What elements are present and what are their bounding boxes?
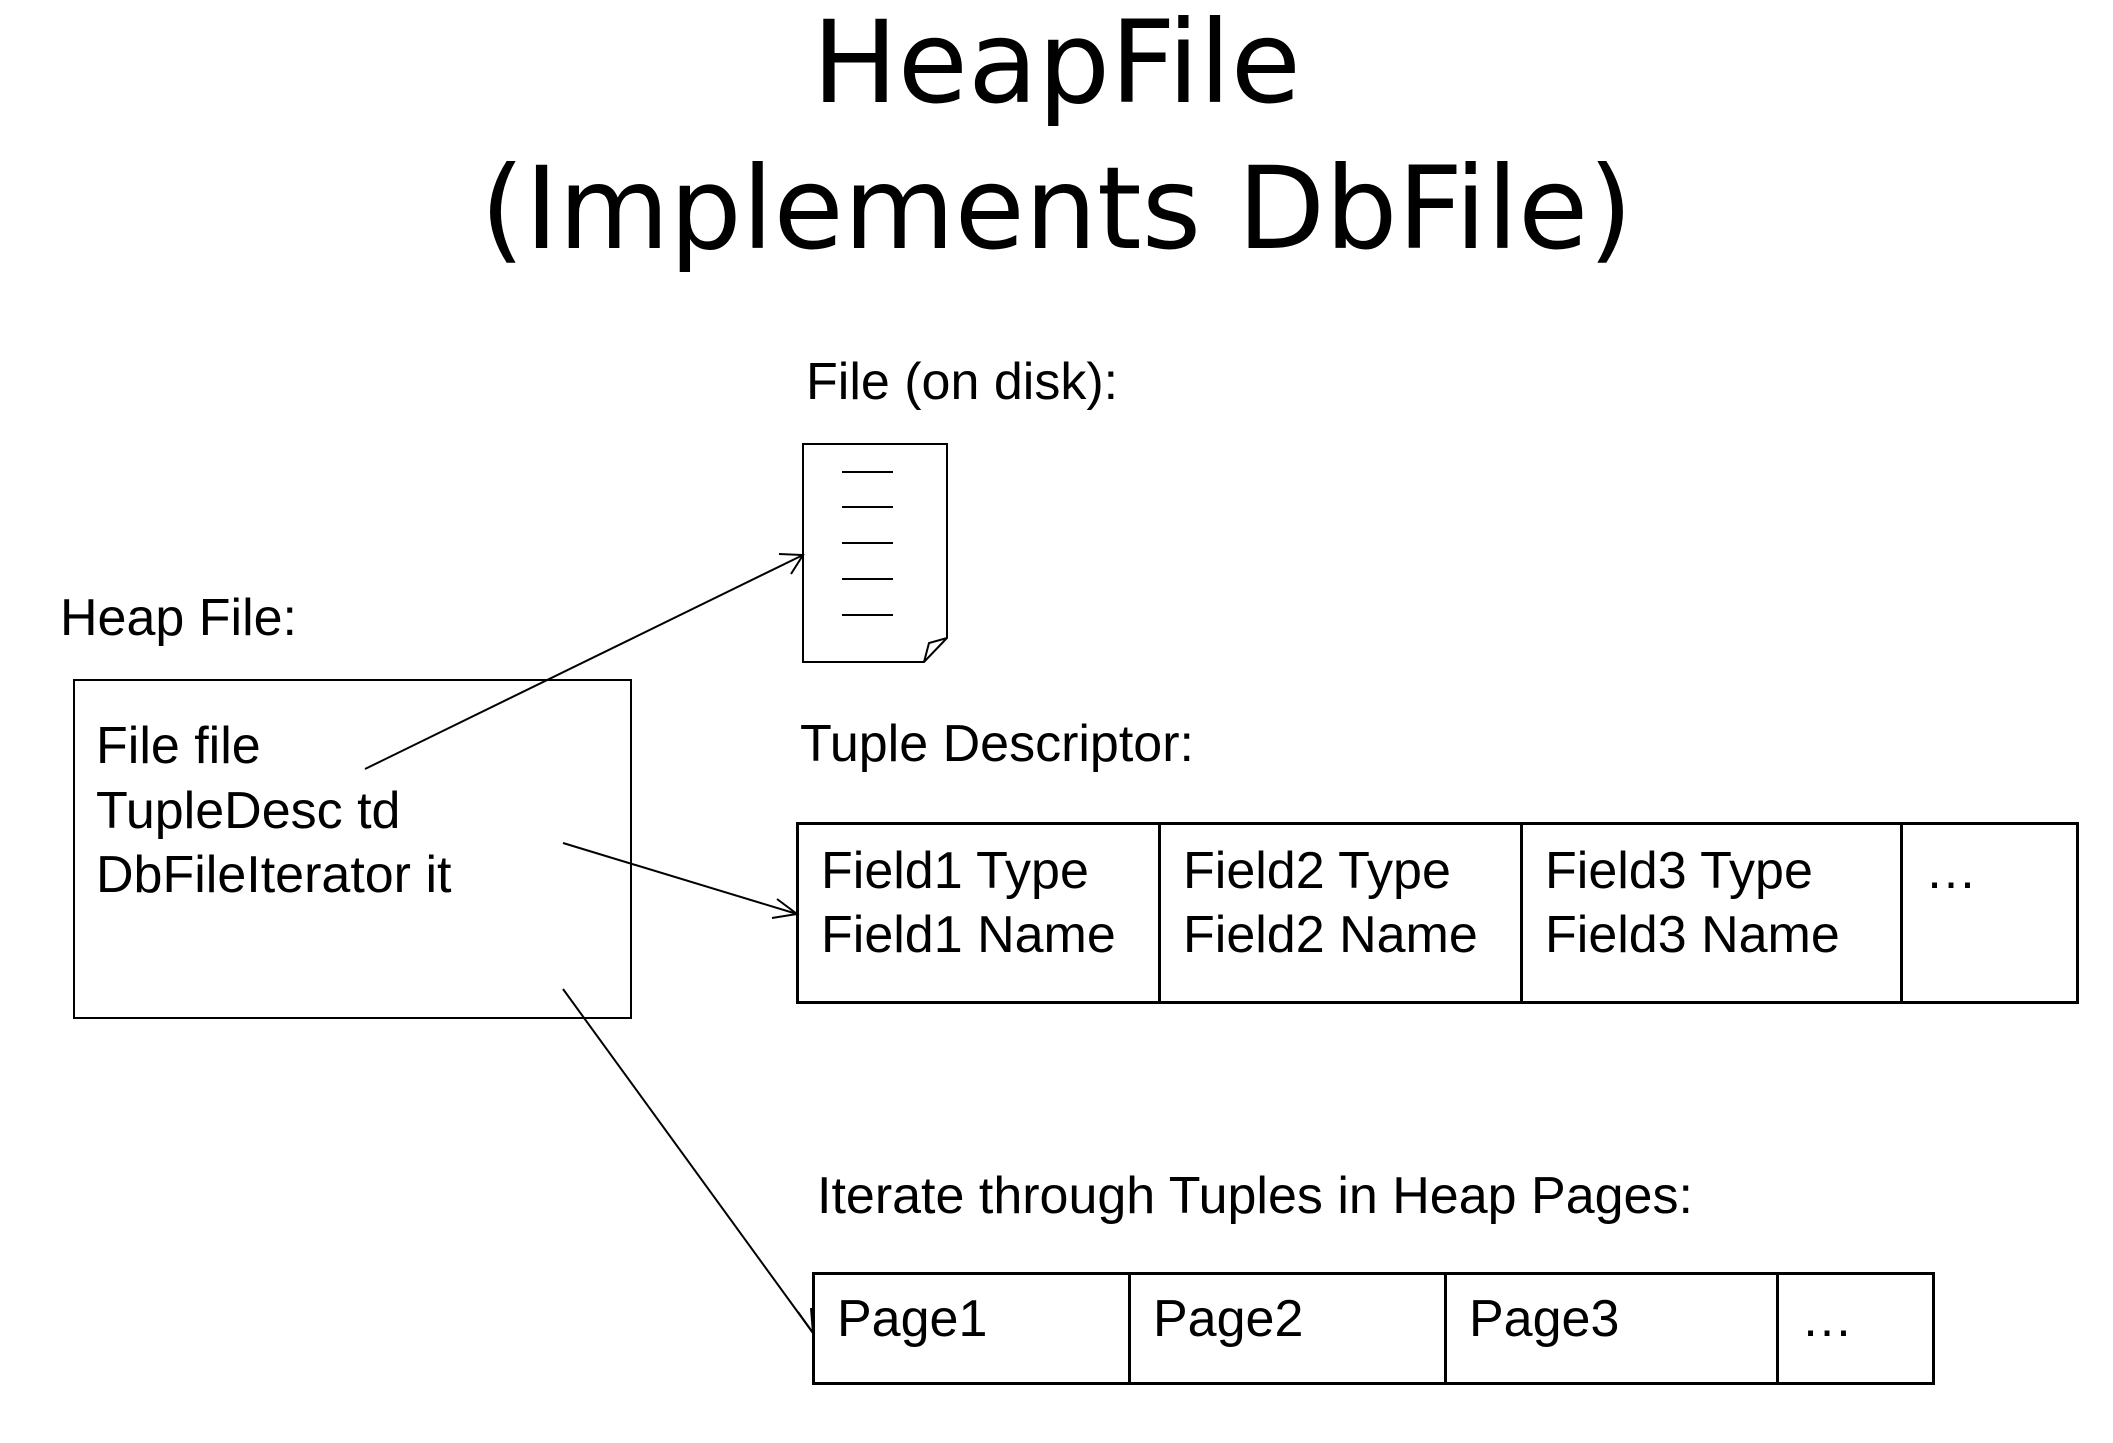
field-type-text: Field1 Type: [821, 842, 1089, 900]
tuple-descriptor-ellipsis-cell: …: [1903, 825, 2076, 1001]
field-name-text: Field3 Name: [1545, 906, 1840, 964]
tuple-descriptor-table: Field1 Type Field1 Name Field2 Type Fiel…: [796, 822, 2079, 1004]
title-line-2: (Implements DbFile): [480, 142, 1633, 275]
title-line-1: HeapFile: [812, 0, 1301, 129]
field-type-text: Field3 Type: [1545, 842, 1813, 900]
heap-field-iterator: DbFileIterator it: [96, 846, 452, 904]
page-ellipsis-cell: …: [1779, 1275, 1932, 1382]
tuple-descriptor-cell: Field2 Type Field2 Name: [1161, 825, 1523, 1001]
field-name-text: Field2 Name: [1183, 906, 1478, 964]
page-cell: Page3: [1447, 1275, 1779, 1382]
heap-field-file: File file: [96, 717, 261, 775]
file-on-disk-label: File (on disk):: [806, 353, 1119, 411]
heap-pages-table: Page1 Page2 Page3 …: [812, 1272, 1935, 1385]
field-type-text: Field2 Type: [1183, 842, 1451, 900]
field-name-text: Field1 Name: [821, 906, 1116, 964]
document-icon: [802, 443, 948, 663]
ellipsis-text: …: [1925, 842, 1977, 900]
page-label: Page2: [1153, 1290, 1304, 1348]
page-label: Page1: [837, 1290, 988, 1348]
heap-file-label: Heap File:: [60, 589, 297, 647]
arrowhead-td-to-tuple-descriptor: [771, 898, 800, 919]
tuple-descriptor-label: Tuple Descriptor:: [800, 715, 1194, 773]
tuple-descriptor-cell: Field3 Type Field3 Name: [1523, 825, 1903, 1001]
tuple-descriptor-cell: Field1 Type Field1 Name: [799, 825, 1161, 1001]
arrow-iterator-to-pages: [562, 988, 814, 1334]
heap-field-tupledesc: TupleDesc td: [96, 782, 401, 840]
arrowhead-iterator-to-pages: [797, 1307, 815, 1337]
iterate-label: Iterate through Tuples in Heap Pages:: [817, 1167, 1693, 1225]
page-cell: Page1: [815, 1275, 1131, 1382]
arrowhead-file-to-disk: [778, 553, 805, 575]
page-label: Page3: [1469, 1290, 1620, 1348]
page-ellipsis-label: …: [1801, 1290, 1853, 1348]
page-cell: Page2: [1131, 1275, 1447, 1382]
